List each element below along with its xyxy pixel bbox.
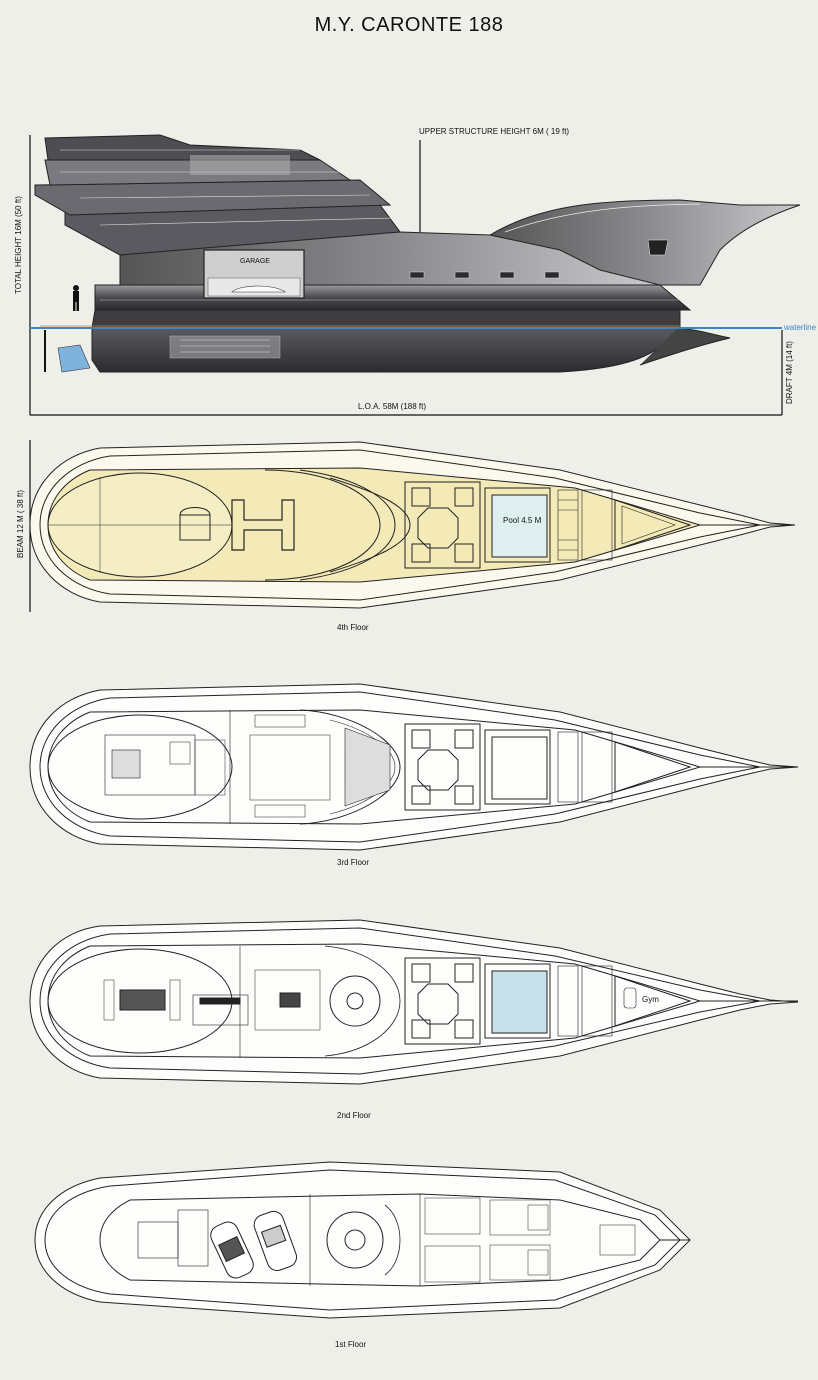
deck-plan-2nd-floor: [29, 919, 799, 1085]
loa-label: L.O.A. 58M (188 ft): [358, 402, 427, 411]
deck-plan-1st-floor: [34, 1161, 691, 1319]
waterline-label: waterline: [784, 323, 817, 332]
floor-label-4th: 4th Floor: [337, 623, 369, 632]
page-title: M.Y. CARONTE 188: [314, 14, 504, 36]
beam-label: BEAM 12 M ( 38 ft): [16, 489, 25, 558]
floor-label-2nd: 2nd Floor: [337, 1111, 371, 1120]
propeller-icon: [57, 344, 91, 373]
person-scale-figure: [73, 285, 79, 311]
garage-label: GARAGE: [240, 258, 270, 265]
floor-label-3rd: 3rd Floor: [337, 858, 370, 867]
side-profile: [29, 134, 801, 416]
draft-label: DRAFT 4M (14 ft): [785, 341, 794, 404]
floor-label-1st: 1st Floor: [335, 1340, 367, 1349]
total-height-label: TOTAL HEIGHT 16M (50 ft): [14, 196, 23, 294]
upper-structure-height-label: UPPER STRUCTURE HEIGHT 6M ( 19 ft): [419, 127, 570, 136]
pool-label: Pool 4.5 M: [503, 516, 542, 525]
deck-plan-4th-floor: [29, 440, 796, 612]
pool-box: [491, 494, 548, 558]
deck-plan-3rd-floor: [29, 683, 799, 851]
gym-label: Gym: [642, 995, 659, 1004]
